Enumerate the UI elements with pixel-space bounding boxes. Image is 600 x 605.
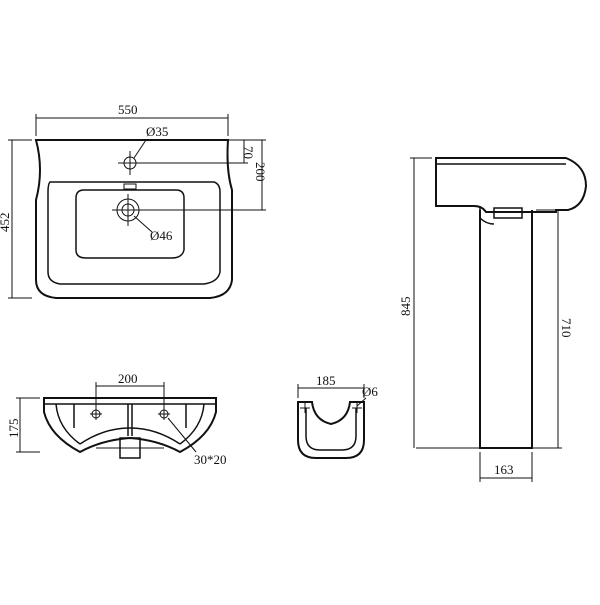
basin-rim [47, 181, 221, 285]
rear-outline [43, 397, 217, 454]
fixing-centres-dimension: 200 [118, 371, 138, 386]
side-basin [435, 157, 588, 213]
pedestal-top-view: 185 Ø6 [297, 373, 378, 459]
basin-top-view: 550 452 Ø35 Ø46 70 200 [0, 102, 268, 299]
waste-offset-dimension: 200 [253, 162, 268, 182]
pedestal-hole-dimension: Ø6 [362, 384, 378, 399]
pedestal-outline [297, 401, 365, 459]
total-height-dimension: 845 [398, 297, 413, 317]
depth-dimension: 452 [0, 213, 12, 233]
rear-height-dimension: 175 [6, 419, 21, 439]
waste-dimension: Ø46 [150, 228, 173, 243]
fixing-slot-dimension: 30*20 [194, 452, 227, 467]
tap-offset-dimension: 70 [241, 146, 256, 159]
basin-outline [34, 139, 233, 299]
tap-hole-dimension: Ø35 [146, 124, 168, 139]
basin-rear-view: 200 175 30*20 [6, 371, 227, 467]
basin-side-view: 845 710 163 [398, 157, 588, 482]
pedestal-height-dimension: 710 [559, 318, 574, 338]
pedestal-base-dimension: 163 [494, 462, 514, 477]
width-dimension: 550 [118, 102, 138, 117]
overflow-slot [123, 183, 137, 190]
side-pedestal [479, 210, 533, 449]
basin-bowl [75, 189, 185, 259]
pedestal-width-dimension: 185 [316, 373, 336, 388]
